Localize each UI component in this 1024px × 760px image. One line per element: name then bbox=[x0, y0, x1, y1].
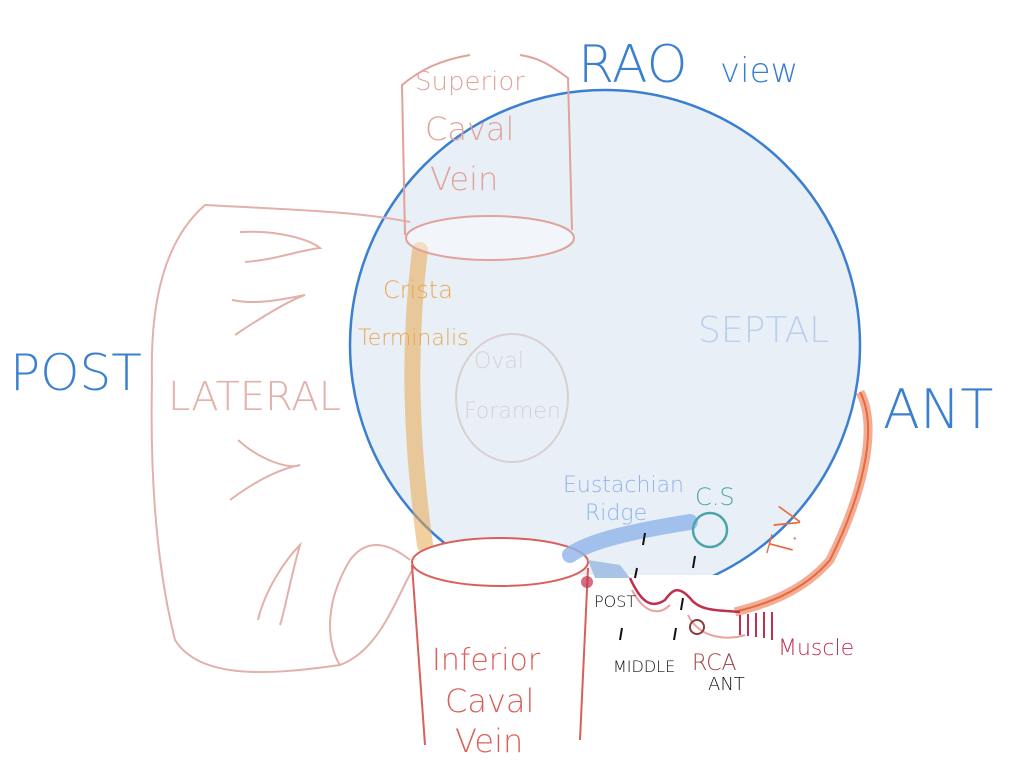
ivc-label-3: Vein bbox=[455, 722, 523, 760]
svc-label-2: Caval bbox=[425, 110, 514, 148]
title-sub: view bbox=[720, 51, 798, 91]
muscle-label: Muscle bbox=[778, 636, 854, 661]
ivc-label-1: Inferior bbox=[432, 643, 541, 678]
cavotricuspid-isthmus bbox=[628, 577, 741, 614]
oval-label-1: Oval bbox=[474, 349, 524, 374]
eustachian-label-2: Ridge bbox=[585, 501, 647, 526]
oval-label-2: Foramen bbox=[464, 399, 561, 424]
pectinate-muscle bbox=[239, 230, 323, 263]
eustachian-label-1: Eustachian bbox=[563, 473, 684, 498]
oval-foramen bbox=[455, 333, 569, 463]
segment-post-label: POST bbox=[594, 592, 636, 611]
pectinate-muscle bbox=[229, 439, 301, 501]
rca-label: RCA bbox=[692, 651, 737, 676]
segment-ant-label: ANT bbox=[708, 674, 745, 695]
ivc-opening bbox=[411, 537, 589, 587]
lateral-wall bbox=[150, 203, 416, 673]
post-marker bbox=[581, 576, 593, 588]
pectinate-muscle bbox=[231, 294, 306, 336]
rca-circle bbox=[689, 619, 705, 635]
ivc-cylinder bbox=[411, 564, 589, 746]
label-post: POST bbox=[10, 344, 142, 402]
label-septal: SEPTAL bbox=[698, 310, 829, 351]
svc-label-3: Vein bbox=[430, 160, 498, 198]
eustachian-ridge-tip bbox=[588, 560, 630, 578]
coronary-sinus-ostium bbox=[691, 511, 729, 549]
ivc-label-2: Caval bbox=[445, 682, 534, 720]
title-main: RAO bbox=[578, 35, 688, 95]
label-lateral: LATERAL bbox=[168, 374, 341, 420]
cs-label: C.S bbox=[695, 483, 735, 511]
crista-terminalis-band bbox=[404, 242, 433, 553]
label-ant: ANT bbox=[883, 378, 993, 441]
segment-dividers bbox=[619, 532, 696, 641]
crista-label-2: Terminalis bbox=[358, 326, 469, 351]
muscle-hatching bbox=[739, 612, 773, 640]
eustachian-ridge bbox=[562, 514, 698, 563]
crista-label-1: Crista bbox=[383, 276, 453, 304]
svc-cylinder bbox=[400, 54, 573, 236]
svc-label-1: Superior bbox=[415, 67, 525, 97]
segment-middle-label: MIDDLE bbox=[613, 657, 675, 676]
svc-opening bbox=[405, 215, 575, 261]
pectinate-muscle bbox=[257, 541, 303, 626]
